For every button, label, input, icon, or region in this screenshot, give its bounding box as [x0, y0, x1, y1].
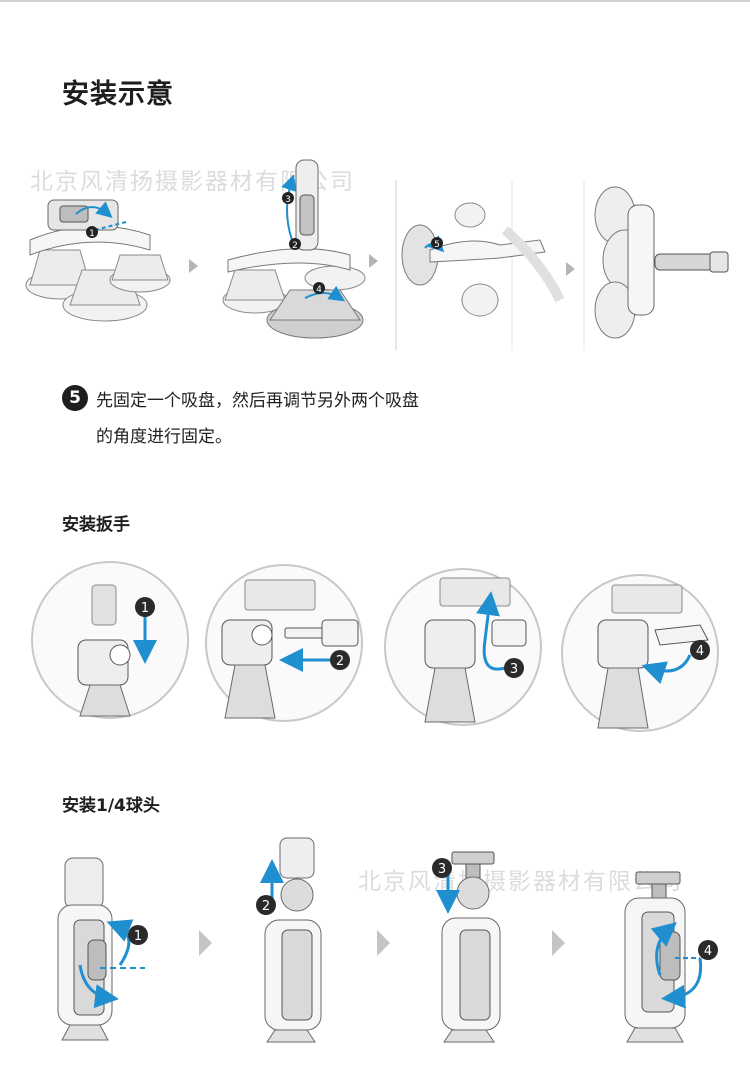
chevron-right-icon: [369, 254, 378, 268]
step-number-badge: 5: [62, 385, 88, 411]
callout-number: 4: [316, 285, 322, 295]
callout-number: 3: [510, 662, 518, 677]
ballhead-section-title: 安装1/4球头: [62, 796, 160, 816]
chevron-right-icon: [189, 259, 198, 273]
wrench-step-3: 3: [384, 568, 542, 726]
ballhead-step-1: 1: [57, 857, 148, 1041]
callout-number: 1: [141, 601, 149, 616]
step-5-text-line-2: 的角度进行固定。: [96, 427, 232, 447]
wrench-step-2: 2: [205, 564, 363, 722]
top-divider: [0, 0, 750, 2]
callout-number: 1: [89, 229, 95, 239]
suction-panel-1: 1: [25, 199, 171, 322]
callout-number: 1: [134, 929, 142, 944]
suction-panel-3: 5: [401, 202, 565, 317]
callout-number: 2: [336, 654, 344, 669]
chevron-right-icon: [199, 930, 212, 956]
callout-number: 5: [434, 240, 440, 250]
suction-mount-illustration: 1 3 2 4 5: [25, 159, 729, 350]
callout-number: 4: [696, 644, 704, 659]
ballhead-step-4: 4: [624, 871, 718, 1043]
step-5-text-line-1: 先固定一个吸盘，然后再调节另外两个吸盘: [96, 391, 419, 411]
callout-number: 3: [285, 195, 291, 205]
wrench-step-1: 1: [31, 561, 189, 719]
wrench-section-title: 安装扳手: [62, 515, 130, 535]
chevron-right-icon: [377, 930, 390, 956]
callout-number: 2: [292, 241, 298, 251]
chevron-right-icon: [552, 930, 565, 956]
watermark-bottom: 北京风清扬摄影器材有限公司: [358, 869, 683, 895]
ballhead-step-2: 2: [256, 837, 322, 1043]
suction-panel-2: 3 2 4: [222, 159, 366, 339]
wrench-step-4: 4: [561, 574, 719, 732]
callout-number: 4: [704, 944, 712, 959]
chevron-right-icon: [566, 262, 575, 276]
install-diagram-title: 安装示意: [62, 79, 174, 110]
callout-number: 2: [262, 899, 270, 914]
suction-panel-4: [594, 186, 729, 339]
